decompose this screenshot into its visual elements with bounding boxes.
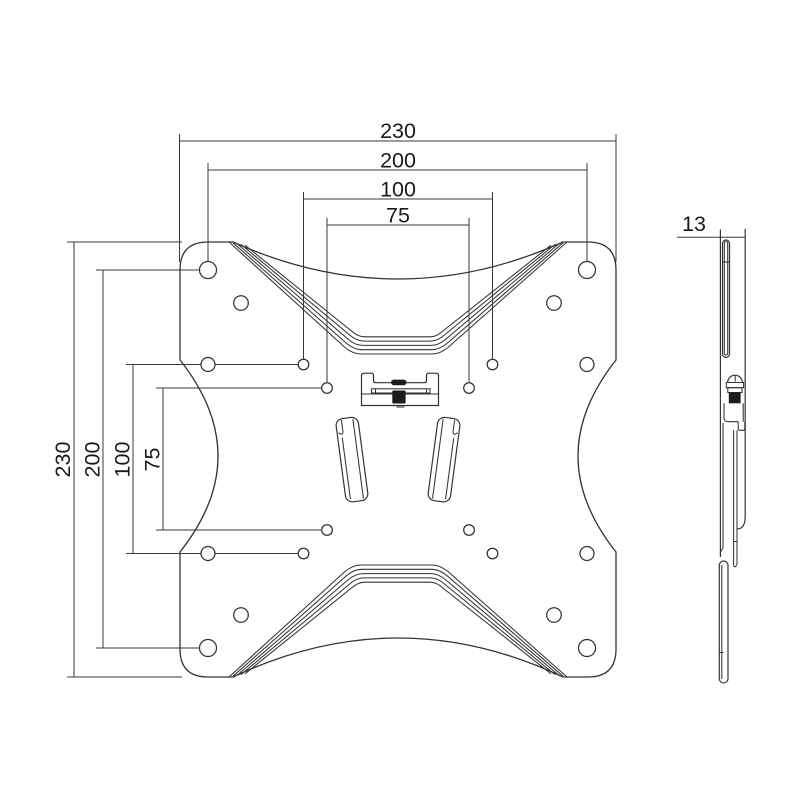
dimension-label-width-230: 230 <box>380 119 416 143</box>
diagonal-hole <box>546 295 562 311</box>
diagonal-hole <box>546 607 562 623</box>
corner-hole <box>577 638 597 658</box>
side-latch-knob <box>725 374 745 404</box>
side-hole <box>579 545 595 562</box>
latch-button <box>391 379 407 386</box>
dimension-plate-width: 230 <box>179 119 617 262</box>
side-hook-tab <box>733 430 738 568</box>
vesa-100-hole <box>297 358 310 371</box>
front-view: 230 200 100 75 230 200 100 75 <box>51 119 617 678</box>
dimension-thickness: 13 <box>677 212 746 238</box>
dimension-75-vertical: 75 <box>141 387 322 531</box>
dimension-200-horizontal: 200 <box>207 149 588 261</box>
vesa-100-hole <box>486 547 499 560</box>
side-hole <box>200 356 216 373</box>
vesa-100-hole <box>486 358 499 371</box>
side-profile-front-line <box>737 229 746 530</box>
dimension-label-75-v: 75 <box>141 448 165 472</box>
vesa-75-hole <box>321 382 333 394</box>
vesa-100-hole <box>297 547 310 560</box>
side-latch-slider <box>728 392 741 404</box>
corner-hole <box>198 260 218 280</box>
diagonal-hole <box>233 295 249 311</box>
dimension-label-200-v: 200 <box>81 442 105 478</box>
dimension-label-200-h: 200 <box>380 149 416 173</box>
plate-outline <box>179 241 617 678</box>
dimension-label-100-h: 100 <box>380 178 416 202</box>
latch-bracket <box>360 372 440 407</box>
dimension-200-vertical: 200 <box>81 269 199 649</box>
side-hole <box>200 545 216 562</box>
corner-hole <box>577 260 597 280</box>
rib-band-top <box>228 241 568 355</box>
dimension-label-100-v: 100 <box>111 442 135 478</box>
vesa-75-hole <box>463 382 475 394</box>
mounting-holes <box>198 260 597 658</box>
vesa-75-hole <box>321 524 333 536</box>
dimension-label-75-h: 75 <box>386 204 410 228</box>
dimension-100-vertical: 100 <box>111 364 298 554</box>
side-upper-strip <box>721 239 731 359</box>
dimension-75-horizontal: 75 <box>326 204 470 383</box>
dimension-plate-height: 230 <box>51 241 182 678</box>
dimension-100-horizontal: 100 <box>303 178 493 359</box>
vesa-75-hole <box>463 524 475 536</box>
diagonal-hole <box>233 607 249 623</box>
dimension-label-thickness-13: 13 <box>682 212 706 236</box>
latch-assembly <box>360 372 440 408</box>
corner-hole <box>198 638 218 658</box>
latch-slider <box>392 390 406 404</box>
side-bracket <box>723 403 746 431</box>
side-lower-strip <box>718 560 729 684</box>
side-view: 13 <box>677 212 746 684</box>
hook-left <box>335 416 369 503</box>
dimension-label-height-230: 230 <box>51 442 75 478</box>
side-hole <box>579 356 595 373</box>
